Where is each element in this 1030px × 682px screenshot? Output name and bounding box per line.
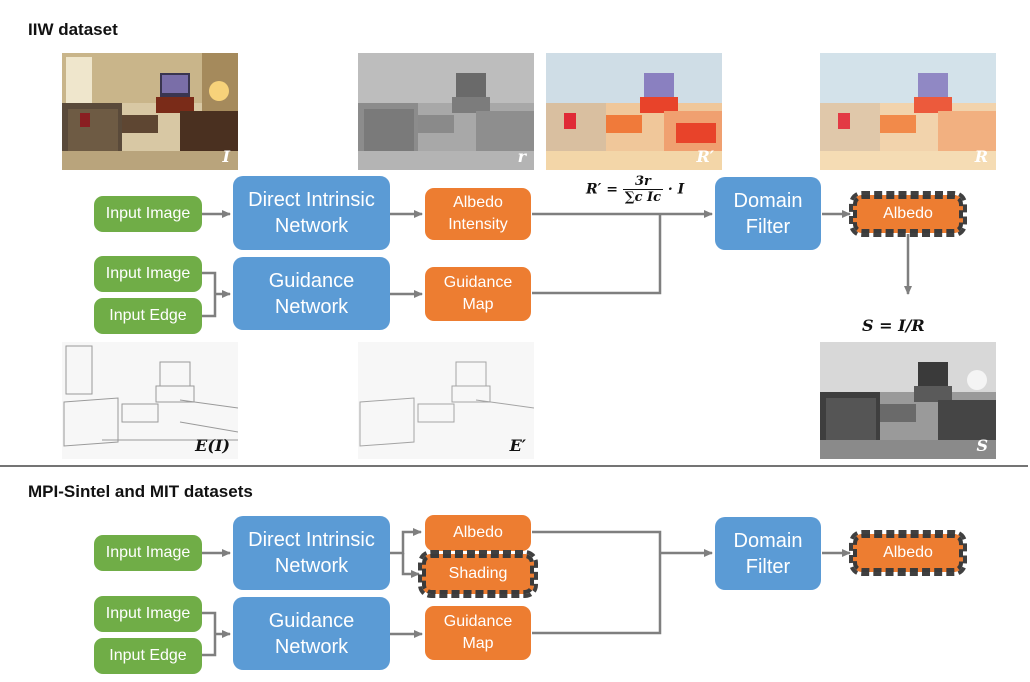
mpi-guidance-map: Guidance Map: [425, 606, 531, 660]
formula-r-fraction: 3r ∑c Ic: [622, 174, 664, 205]
thumb-albedo-R: R: [820, 53, 996, 170]
iiw-albedo-output: Albedo: [849, 191, 967, 237]
mpi-albedo: Albedo: [425, 515, 531, 551]
thumb-label-Eprime: E′: [509, 436, 526, 455]
thumb-label-S: S: [976, 436, 988, 455]
mpi-guidance-input-edge: Input Edge: [94, 638, 202, 674]
thumb-intensity-r: r: [358, 53, 534, 170]
mpi-line-input-edge-merge: [201, 634, 217, 657]
iiw-guidance-input-edge: Input Edge: [94, 298, 202, 334]
mpi-shading-output: Shading: [418, 550, 538, 598]
formula-r-lhs: R′ =: [586, 181, 618, 198]
iiw-direct-intrinsic-network: Direct Intrinsic Network: [233, 176, 390, 250]
mpi-direct-intrinsic-network: Direct Intrinsic Network: [233, 516, 390, 590]
iiw-guidance-network: Guidance Network: [233, 257, 390, 330]
formula-r-prime: R′ = 3r ∑c Ic · I: [586, 174, 684, 205]
mpi-line-din-split-albedo: [390, 528, 422, 555]
thumb-edge-Eprime: E′: [358, 342, 534, 459]
thumb-input-photo: I: [62, 53, 238, 170]
mpi-domain-filter: Domain Filter: [715, 517, 821, 590]
mpi-section-title: MPI-Sintel and MIT datasets: [28, 482, 253, 501]
thumb-shading-S: S: [820, 342, 996, 459]
formula-r-rhs: · I: [667, 181, 685, 198]
line-input-image-merge: [201, 271, 217, 294]
line-input-edge-merge: [201, 294, 217, 318]
iiw-albedo-intensity: Albedo Intensity: [425, 188, 531, 240]
mpi-line-map-to-filter: [532, 553, 662, 635]
mpi-line-input-image-merge: [201, 611, 217, 634]
iiw-guidance-map: Guidance Map: [425, 267, 531, 321]
formula-r-den: ∑c Ic: [624, 190, 662, 205]
mpi-albedo-output: Albedo: [849, 530, 967, 576]
thumb-label-I: I: [222, 147, 230, 166]
thumb-edge-EI: E(I): [62, 342, 238, 459]
iiw-guidance-input-image: Input Image: [94, 256, 202, 292]
mpi-input-image: Input Image: [94, 535, 202, 571]
thumb-albedo-rprime: R′: [546, 53, 722, 170]
thumb-label-r: r: [517, 147, 526, 166]
mpi-guidance-input-image: Input Image: [94, 596, 202, 632]
thumb-label-EI: E(I): [195, 436, 230, 455]
iiw-domain-filter: Domain Filter: [715, 177, 821, 250]
formula-s: S = I/R: [862, 316, 925, 335]
iiw-section-title: IIW dataset: [28, 20, 118, 39]
mpi-line-albedo-to-filter: [532, 530, 662, 553]
mpi-guidance-network: Guidance Network: [233, 597, 390, 670]
thumb-label-Rprime: R′: [696, 147, 714, 166]
line-guidance-map-to-filter: [532, 214, 662, 295]
iiw-input-image: Input Image: [94, 196, 202, 232]
formula-r-num: 3r: [622, 174, 664, 190]
mpi-line-din-split-shading: [401, 553, 420, 578]
thumb-label-R: R: [974, 147, 988, 166]
